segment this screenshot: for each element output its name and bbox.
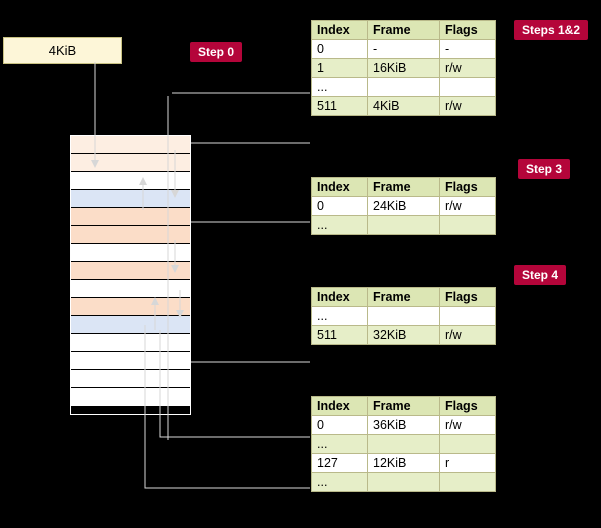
- table-header-cell: Flags: [439, 20, 496, 40]
- memory-row: [71, 388, 190, 406]
- table-header-cell: Flags: [439, 177, 496, 197]
- table-cell: [439, 215, 496, 235]
- table-cell: 0: [311, 196, 368, 216]
- memory-row: [71, 334, 190, 352]
- table-cell: -: [439, 39, 496, 59]
- table-cell: [439, 306, 496, 326]
- table-cell: ...: [311, 306, 368, 326]
- table-cell: 32KiB: [367, 325, 440, 345]
- table-header-cell: Frame: [367, 20, 440, 40]
- table-row: 0--: [311, 39, 496, 59]
- table-cell: 24KiB: [367, 196, 440, 216]
- table-cell: 0: [311, 39, 368, 59]
- step-label-step0: Step 0: [190, 42, 243, 62]
- table-row: ...: [311, 77, 496, 97]
- memory-row: [71, 316, 190, 334]
- table-cell: r/w: [439, 196, 496, 216]
- table-cell: ...: [311, 215, 368, 235]
- frame-box-label: 4KiB: [48, 43, 77, 58]
- table-cell: -: [367, 39, 440, 59]
- step-label-steps12: Steps 1&2: [514, 20, 589, 40]
- table-header-cell: Frame: [367, 287, 440, 307]
- table-cell: [439, 434, 496, 454]
- table-cell: 36KiB: [367, 415, 440, 435]
- memory-row: [71, 136, 190, 154]
- table-cell: 511: [311, 325, 368, 345]
- step-label-step3: Step 3: [518, 159, 571, 179]
- table-cell: r: [439, 453, 496, 473]
- table-header-cell: Index: [311, 396, 368, 416]
- table-cell: r/w: [439, 415, 496, 435]
- table-cell: 0: [311, 415, 368, 435]
- table-header-cell: Frame: [367, 177, 440, 197]
- memory-row: [71, 190, 190, 208]
- table-header-cell: Index: [311, 177, 368, 197]
- table-header-cell: Index: [311, 287, 368, 307]
- table-row: ...: [311, 434, 496, 454]
- memory-row: [71, 244, 190, 262]
- table-cell: 127: [311, 453, 368, 473]
- memory-row: [71, 370, 190, 388]
- memory-column: [70, 135, 191, 415]
- table-header-cell: Flags: [439, 287, 496, 307]
- step-label-step4: Step 4: [514, 265, 567, 285]
- table-cell: 16KiB: [367, 58, 440, 78]
- table-row: ...: [311, 472, 496, 492]
- frame-box-4kib: 4KiB: [3, 37, 122, 64]
- memory-row: [71, 352, 190, 370]
- table-cell: [439, 77, 496, 97]
- table-cell: [367, 472, 440, 492]
- table-cell: 1: [311, 58, 368, 78]
- table-cell: ...: [311, 472, 368, 492]
- table-cell: [367, 215, 440, 235]
- memory-row: [71, 226, 190, 244]
- table-header-cell: Flags: [439, 396, 496, 416]
- table-cell: 4KiB: [367, 96, 440, 116]
- memory-row: [71, 262, 190, 280]
- table-cell: [367, 434, 440, 454]
- table-cell: [439, 472, 496, 492]
- table-cell: r/w: [439, 325, 496, 345]
- table-cell: 511: [311, 96, 368, 116]
- memory-row: [71, 280, 190, 298]
- table-row: ...: [311, 306, 496, 326]
- table-cell: r/w: [439, 58, 496, 78]
- table-cell: [367, 77, 440, 97]
- table-header-cell: Frame: [367, 396, 440, 416]
- table-cell: [367, 306, 440, 326]
- table-cell: r/w: [439, 96, 496, 116]
- memory-row: [71, 208, 190, 226]
- table-row: ...: [311, 215, 496, 235]
- memory-row: [71, 298, 190, 316]
- memory-row: [71, 154, 190, 172]
- table-header-cell: Index: [311, 20, 368, 40]
- table-cell: 12KiB: [367, 453, 440, 473]
- table-cell: ...: [311, 434, 368, 454]
- table-cell: ...: [311, 77, 368, 97]
- memory-row: [71, 172, 190, 190]
